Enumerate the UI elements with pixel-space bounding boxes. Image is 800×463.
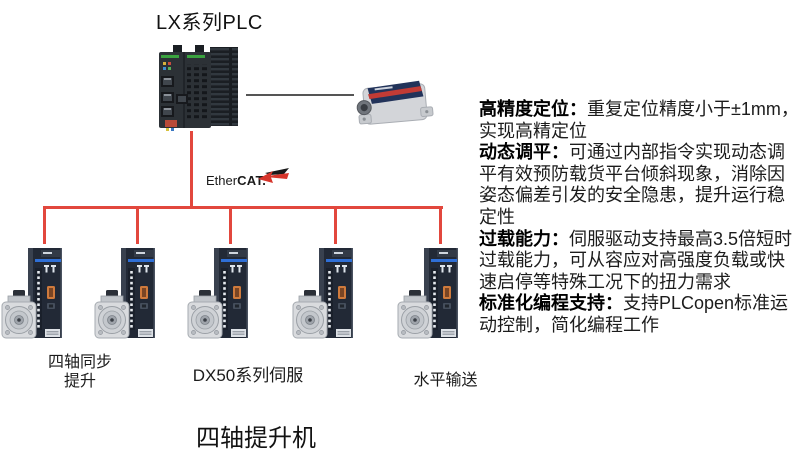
label-sync-lift: 四轴同步 提升 — [30, 353, 130, 391]
feature-text: 支持PLCopen标准运动控制，简化编程工作 — [479, 293, 789, 335]
servo-drive-with-motor-image — [397, 248, 458, 339]
servo-drive-with-motor-image — [94, 248, 155, 339]
drop-line-4 — [334, 206, 337, 244]
drop-line-3 — [229, 206, 232, 244]
servo-unit — [94, 246, 158, 340]
ethercat-bus-line — [43, 206, 443, 209]
servo-unit — [187, 246, 251, 340]
plc-controller-image — [153, 42, 243, 134]
ethercat-logo: EtherCAT. — [206, 168, 298, 195]
features-panel: 高精度定位：重复定位精度小于±1mm，实现高精定位 动态调平：可通过内部指令实现… — [479, 99, 800, 337]
feature-title: 动态调平： — [479, 142, 569, 163]
label-sync-lift-line1: 四轴同步 — [47, 354, 112, 371]
plc-bus-trunk-line — [190, 131, 193, 208]
plc-title: LX系列PLC — [156, 12, 263, 34]
feature-text: 伺服驱动支持最高3.5倍短时过载能力，可从容应对高强度负载或快速启停等特殊工况下… — [479, 228, 793, 292]
label-horizontal-conveyor: 水平输送 — [413, 372, 478, 389]
feature-title: 高精度定位： — [479, 99, 587, 119]
servo-drive-with-motor-image — [187, 248, 248, 339]
feature-text: 可通过内部指令实现动态调平有效预防载货平台倾斜现象，消除因姿态偏差引发的安全隐患… — [479, 142, 785, 227]
feature-item: 标准化编程支持：支持PLCopen标准运动控制，简化编程工作 — [479, 293, 800, 336]
servo-unit — [397, 246, 461, 340]
drop-line-2 — [136, 206, 139, 244]
ethercat-label-bold: CAT. — [237, 173, 267, 188]
feature-title: 过载能力： — [479, 228, 569, 249]
feature-text: 重复定位精度小于±1mm，实现高精定位 — [479, 99, 799, 141]
servo-unit — [1, 246, 65, 340]
feature-item: 高精度定位：重复定位精度小于±1mm，实现高精定位 — [479, 99, 800, 142]
bottom-title: 四轴提升机 — [196, 425, 316, 452]
feature-title: 标准化编程支持： — [479, 293, 623, 314]
tilt-sensor-image — [352, 72, 437, 134]
servo-unit — [292, 246, 356, 340]
servo-drive-with-motor-image — [1, 248, 62, 339]
label-sync-lift-line2: 提升 — [63, 373, 96, 390]
feature-item: 动态调平：可通过内部指令实现动态调平有效预防载货平台倾斜现象，消除因姿态偏差引发… — [479, 142, 800, 228]
ethercat-arrow-icon — [258, 168, 289, 183]
servo-drive-with-motor-image — [292, 248, 353, 339]
label-dx50-servo: DX50系列伺服 — [192, 366, 304, 385]
plc-sensor-link-line — [246, 94, 354, 96]
ethercat-label-prefix: Ether — [206, 173, 238, 188]
feature-item: 过载能力：伺服驱动支持最高3.5倍短时过载能力，可从容应对高强度负载或快速启停等… — [479, 229, 800, 294]
drop-line-1 — [43, 206, 46, 244]
drop-line-5 — [439, 206, 442, 244]
